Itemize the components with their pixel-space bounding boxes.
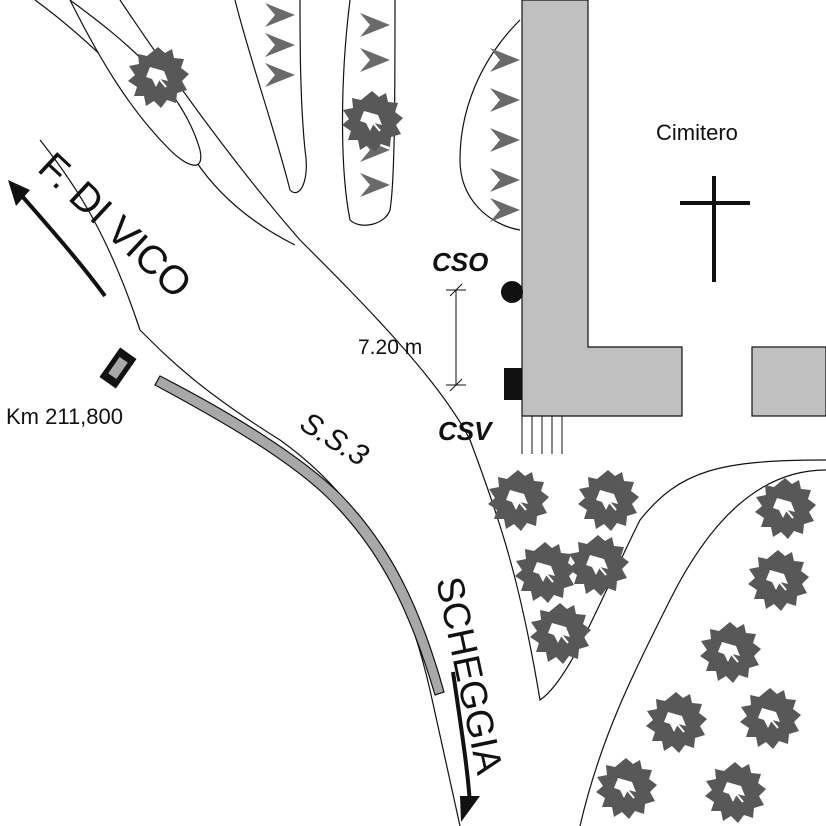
island-middle (234, 0, 307, 194)
km-marker-label: Km 211,800 (6, 404, 123, 429)
road-right-edge (579, 469, 826, 826)
road-inner-edge (119, 0, 826, 702)
arrow-north (8, 180, 107, 298)
cemetery-annex (751, 346, 826, 417)
square-station-icon (504, 368, 522, 400)
csv-label: CSV (438, 416, 494, 446)
cso-label: CSO (432, 247, 488, 277)
cross-icon (680, 176, 750, 282)
arrow-south (451, 671, 480, 822)
milestone-icon (99, 347, 137, 389)
distance-label: 7.20 m (358, 336, 422, 359)
entrance-steps (521, 416, 563, 454)
guardrail (154, 375, 445, 696)
circle-station-icon (501, 281, 523, 303)
distance-dimension (446, 283, 466, 392)
cemetery-label: Cimitero (656, 120, 738, 145)
